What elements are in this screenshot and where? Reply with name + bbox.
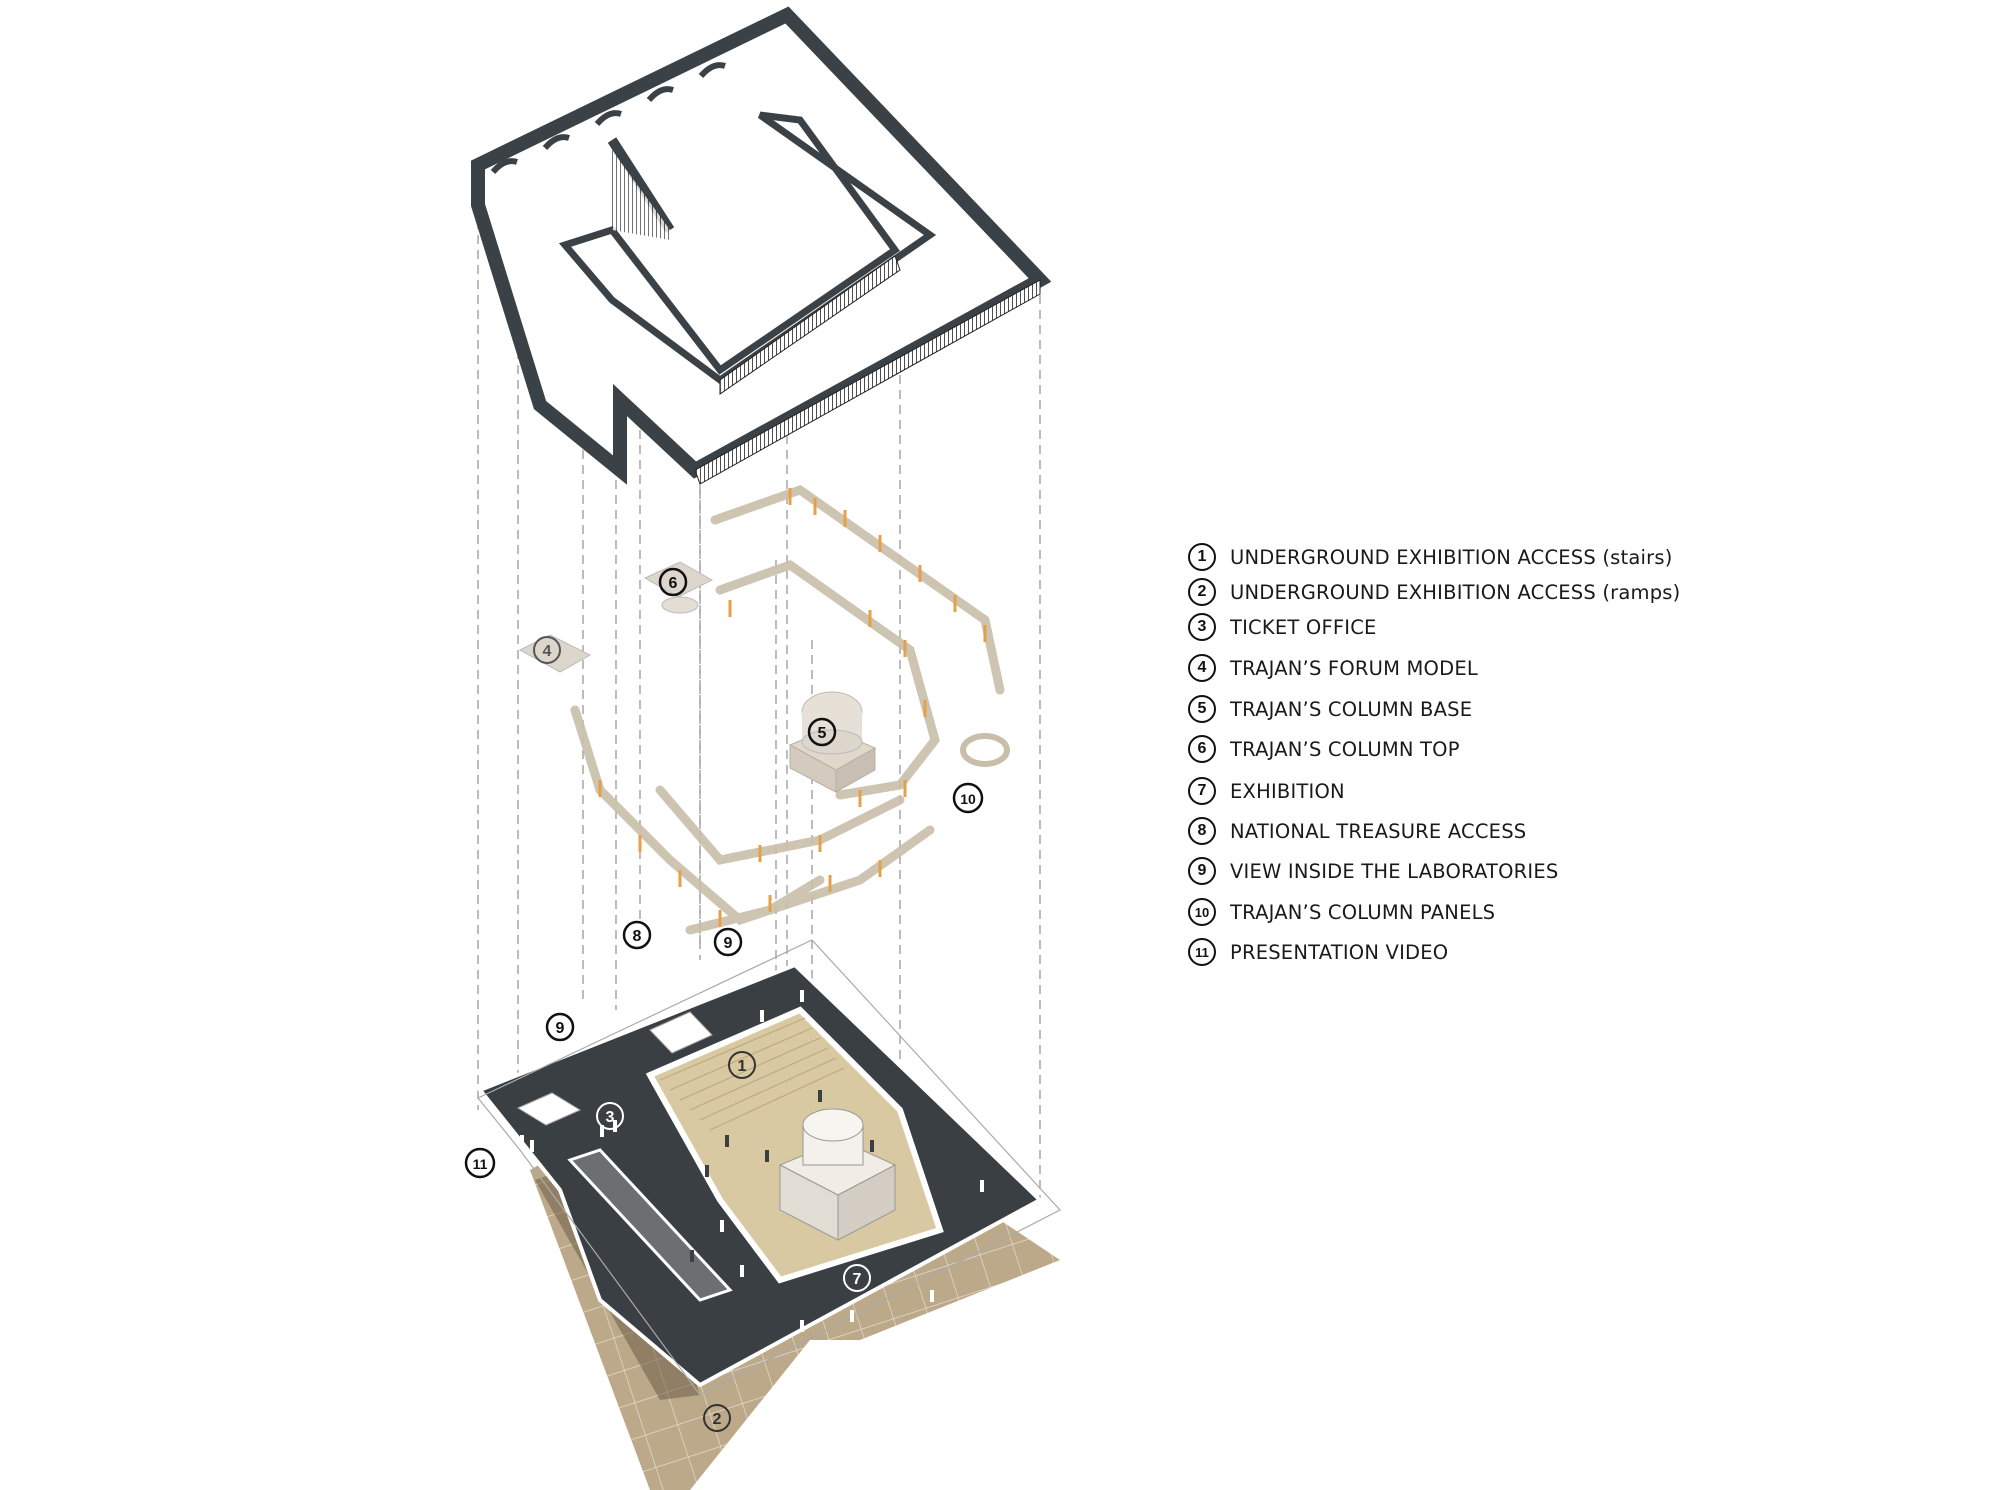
svg-text:8: 8 [633, 928, 642, 945]
people-figures [520, 990, 984, 1332]
legend-label: TICKET OFFICE [1230, 615, 1377, 639]
people-figures-dark [690, 1090, 874, 1262]
legend-item-6: 6 TRAJAN’S COLUMN TOP [1188, 732, 1460, 766]
roof-crenellations [490, 62, 726, 175]
legend-item-2: 2 UNDERGROUND EXHIBITION ACCESS (ramps) [1188, 575, 1680, 609]
legend-number: 10 [1188, 898, 1216, 926]
ticket-office-box [516, 1092, 582, 1126]
ground-level [476, 939, 1061, 1490]
roof-fascia-right [694, 279, 1041, 485]
column-base-ground [778, 1108, 897, 1241]
legend-label: VIEW INSIDE THE LABORATORIES [1230, 859, 1559, 883]
legend-label: TRAJAN’S COLUMN TOP [1230, 737, 1460, 761]
marker-6: 6 [658, 567, 688, 597]
svg-text:1: 1 [738, 1058, 747, 1075]
exhibit-level [518, 484, 1010, 935]
marker-4: 4 [533, 636, 561, 664]
ground-floor-outline [477, 939, 1061, 1396]
legend-item-5: 5 TRAJAN’S COLUMN BASE [1188, 692, 1472, 726]
legend-number: 2 [1188, 578, 1216, 606]
marker-9a: 9 [713, 927, 743, 957]
legend-item-1: 1 UNDERGROUND EXHIBITION ACCESS (stairs) [1188, 540, 1673, 574]
svg-text:11: 11 [473, 1156, 488, 1172]
svg-text:3: 3 [606, 1109, 615, 1126]
roof-fascia-inner [719, 255, 901, 395]
svg-text:4: 4 [543, 643, 552, 660]
svg-text:2: 2 [713, 1411, 722, 1428]
markers: 1 2 3 4 5 6 7 8 9 9 10 11 [464, 567, 984, 1432]
national-treasure-box [649, 1011, 713, 1054]
ramp-opening [567, 1148, 733, 1302]
legend-item-7: 7 EXHIBITION [1188, 774, 1345, 808]
legend-number: 6 [1188, 735, 1216, 763]
legend-number: 9 [1188, 857, 1216, 885]
stair-treads [659, 1017, 845, 1131]
svg-text:6: 6 [669, 575, 678, 592]
svg-text:7: 7 [853, 1271, 862, 1288]
marker-2: 2 [703, 1404, 731, 1432]
roof-fascia-inner-2 [612, 150, 670, 240]
legend-label: UNDERGROUND EXHIBITION ACCESS (stairs) [1230, 545, 1673, 569]
roof-slab-outline [471, 6, 1052, 485]
legend-item-3: 3 TICKET OFFICE [1188, 610, 1377, 644]
legend-number: 3 [1188, 613, 1216, 641]
column-panel-ring [960, 733, 1010, 767]
marker-9b: 9 [545, 1012, 575, 1042]
svg-text:10: 10 [960, 791, 976, 807]
legend-number: 4 [1188, 654, 1216, 682]
svg-text:5: 5 [818, 725, 827, 742]
legend-label: TRAJAN’S COLUMN BASE [1230, 697, 1473, 721]
legend-number: 11 [1188, 938, 1216, 966]
legend-item-9: 9 VIEW INSIDE THE LABORATORIES [1188, 854, 1558, 888]
marker-8: 8 [622, 920, 652, 950]
trajan-column-base [788, 691, 877, 793]
legend-label: PRESENTATION VIDEO [1230, 940, 1449, 964]
svg-text:9: 9 [556, 1020, 565, 1037]
legend-item-8: 8 NATIONAL TREASURE ACCESS [1188, 814, 1526, 848]
legend-label: TRAJAN’S FORUM MODEL [1230, 656, 1478, 680]
legend-number: 8 [1188, 817, 1216, 845]
panel-posts [598, 488, 987, 927]
panel-ring [570, 484, 1005, 935]
legend-label: EXHIBITION [1230, 779, 1345, 803]
legend-label: TRAJAN’S COLUMN PANELS [1230, 900, 1496, 924]
legend-label: UNDERGROUND EXHIBITION ACCESS (ramps) [1230, 580, 1681, 604]
trajan-column-top [643, 561, 714, 614]
legend-number: 5 [1188, 695, 1216, 723]
marker-3: 3 [596, 1102, 624, 1130]
legend-item-11: 11 PRESENTATION VIDEO [1188, 935, 1448, 969]
legend-item-4: 4 TRAJAN’S FORUM MODEL [1188, 651, 1478, 685]
roof-inner-void [558, 111, 937, 385]
svg-text:9: 9 [724, 935, 733, 952]
legend-number: 1 [1188, 543, 1216, 571]
roof-level [471, 6, 1052, 485]
marker-5: 5 [807, 717, 837, 747]
legend-label: NATIONAL TREASURE ACCESS [1230, 819, 1527, 843]
legend-number: 7 [1188, 777, 1216, 805]
marker-10: 10 [952, 782, 984, 814]
marker-11: 11 [464, 1147, 496, 1179]
legend-item-10: 10 TRAJAN’S COLUMN PANELS [1188, 895, 1495, 929]
marker-1: 1 [728, 1051, 756, 1079]
marker-7: 7 [843, 1264, 871, 1292]
